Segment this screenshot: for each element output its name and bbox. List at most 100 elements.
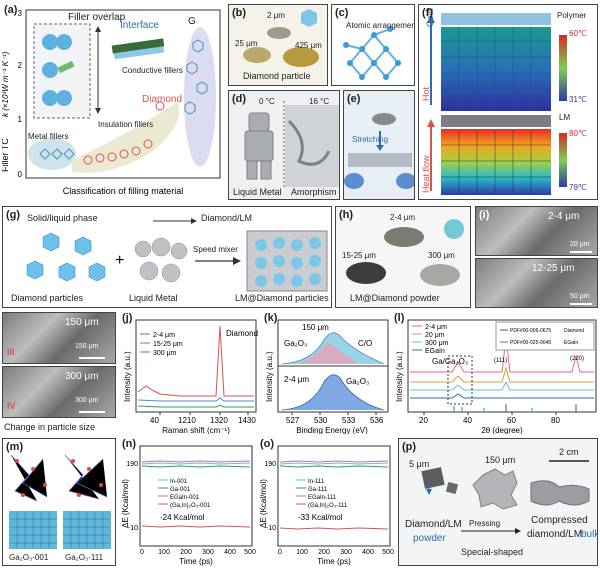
b-caption: Diamond particle [243, 71, 311, 81]
a-ytick-3: 3 [18, 9, 23, 18]
f-hot: Hot [421, 86, 431, 101]
m-left: Ga₂O₃-001 [9, 553, 49, 562]
a-metal: Metal fillers [28, 132, 69, 141]
panel-label-b: (b) [232, 7, 247, 19]
panel-label-j: (j) [122, 312, 133, 324]
l-tick-1: 40 [463, 416, 472, 425]
xps-chart: 527 530 533 536 Intensity (a.u.) Binding… [265, 319, 389, 434]
p-scale: 2 cm [559, 447, 579, 457]
d-t16: 16 °C [309, 97, 330, 106]
panel-label-c: (c) [335, 7, 349, 19]
b-size-25: 25 μm [235, 39, 258, 48]
raman-series-15-25um [137, 397, 254, 402]
panel-j: (j) 40 1210 1320 1430 Intensity (a.u.) R… [120, 312, 260, 434]
n-legend-0: In-001 [170, 479, 188, 485]
xrd-series-300um [410, 380, 594, 391]
j-ylabel: Intensity (a.u.) [123, 351, 132, 402]
h-size-2: 15-25 μm [342, 251, 376, 260]
n-series-ga [141, 465, 251, 468]
l-legend-2: 300 μm [425, 340, 449, 347]
md-chart-001: 190 -10 0 100 200 300 400 500 ΔE (Kcal/m… [121, 445, 256, 566]
o-legend-2: EGaIn-111 [308, 495, 337, 501]
h-size-1: 2-4 μm [390, 213, 416, 222]
o-ytick-0: 190 [264, 461, 276, 468]
a-g: G [188, 16, 196, 27]
k-tick-3: 536 [370, 416, 384, 425]
panel-l: (l) 20 40 60 80 Intensity (a.u.) 2θ (deg… [392, 312, 598, 434]
n-annot: -24 Kcal/mol [160, 513, 205, 522]
panel-label-k: (k) [264, 312, 278, 324]
d-left: Liquid Metal [233, 187, 282, 197]
k-bottom-label: 2-4 μm [284, 375, 309, 384]
a-xlabel: Classification of filling material [63, 186, 184, 196]
p-right-3: bulk [581, 529, 598, 540]
a-ylabel: Filler TC [2, 138, 10, 172]
n-ytick-1: -10 [128, 525, 138, 532]
panel-i-sem-4: IV 300 μm 300 μm [2, 366, 116, 418]
i-scalebar-line-2 [570, 303, 592, 305]
l-ga-label: Ga/Ga₂O₃ [432, 357, 468, 366]
h-size-3: 300 μm [428, 251, 455, 260]
n-xtick-2: 200 [180, 549, 192, 556]
n-xtick-5: 500 [244, 549, 256, 556]
a-title: Filler overlap [68, 12, 126, 23]
n-ytick-0: 190 [126, 461, 138, 468]
k-ga2o3: Ga₂O₃ [284, 339, 307, 348]
i-size-4: 300 μm [65, 371, 99, 382]
g-phase: Solid/liquid phase [27, 213, 98, 223]
n-xtick-1: 100 [158, 549, 170, 556]
i-label-iii: III [7, 347, 15, 357]
panel-label-a: (a) [4, 4, 18, 16]
j-tick-2: 1320 [210, 416, 228, 425]
l-tick-3: 80 [551, 416, 560, 425]
svg-text:+: + [115, 252, 124, 269]
o-ytick-1: -10 [266, 525, 276, 532]
md-chart-111: 190 -10 0 100 200 300 400 500 ΔE (Kcal/m… [259, 445, 394, 566]
panel-i-sem-3: III 150 μm 150 μm [2, 312, 116, 364]
n-xtick-4: 400 [224, 549, 236, 556]
panel-label-m: (m) [6, 441, 24, 453]
l-legend-0: 2-4 μm [425, 324, 447, 331]
panel-label-g: (g) [6, 209, 21, 221]
p-size-1: 5 μm [409, 459, 430, 469]
panel-label-h: (h) [339, 209, 354, 221]
i-scalebar-line-1 [570, 251, 592, 253]
panel-label-p: (p) [402, 441, 417, 453]
panel-i-sem-2: 12-25 μm 50 μm [475, 258, 598, 308]
panel-c: (c) Atomic arrangement [331, 4, 415, 86]
p-left-1: Diamond/LM [405, 519, 462, 530]
h-caption: LM@Diamond powder [350, 293, 440, 303]
l-peak-220: (220) [570, 356, 584, 362]
k-top-label: 150 μm [302, 323, 329, 332]
j-legend-2: 300 μm [153, 350, 177, 357]
panel-i-sem-1: (i) 2-4 μm 20 μm [475, 206, 598, 256]
d-right: Amorphism [291, 187, 337, 197]
o-xtick-1: 100 [296, 549, 308, 556]
j-peak-label: Diamond [226, 329, 258, 338]
xrd-series-20um [410, 366, 594, 383]
f-heatmap [427, 13, 567, 195]
e-caption: Stretching [352, 135, 389, 144]
o-xtick-3: 300 [340, 549, 352, 556]
m-right: Ga₂O₃-111 [65, 553, 104, 562]
j-xlabel: Raman shift (cm⁻¹) [162, 426, 230, 434]
f-polymer: Polymer [557, 11, 587, 20]
raman-series-300um [137, 404, 254, 408]
f-t3: 80℃ [569, 129, 587, 138]
o-legend-3: (Ga,In)₂O₃-111 [308, 503, 348, 509]
panel-label-l: (l) [394, 312, 405, 324]
a-conductive: Conductive fillers [122, 66, 183, 75]
j-legend-0: 2-4 μm [153, 332, 175, 339]
b-size-2: 2 μm [267, 11, 285, 20]
f-t1: 60℃ [569, 29, 587, 38]
l-tick-0: 20 [419, 416, 428, 425]
k-xlabel: Binding Energy (eV) [296, 426, 368, 434]
l-ylabel: Intensity (a.u.) [395, 351, 404, 402]
l-pdf2: PDF#00-025-0045 [510, 340, 551, 346]
a-insulation: Insulation fillers [98, 120, 154, 129]
p-right-1: Compressed [531, 515, 588, 526]
i-scalebar-2: 50 μm [570, 293, 590, 300]
panel-k: (k) 527 530 533 536 Intensity (a.u.) Bin… [262, 312, 390, 434]
g-product: LM@Diamond particles [235, 293, 329, 303]
xrd-series-egain [410, 393, 594, 399]
